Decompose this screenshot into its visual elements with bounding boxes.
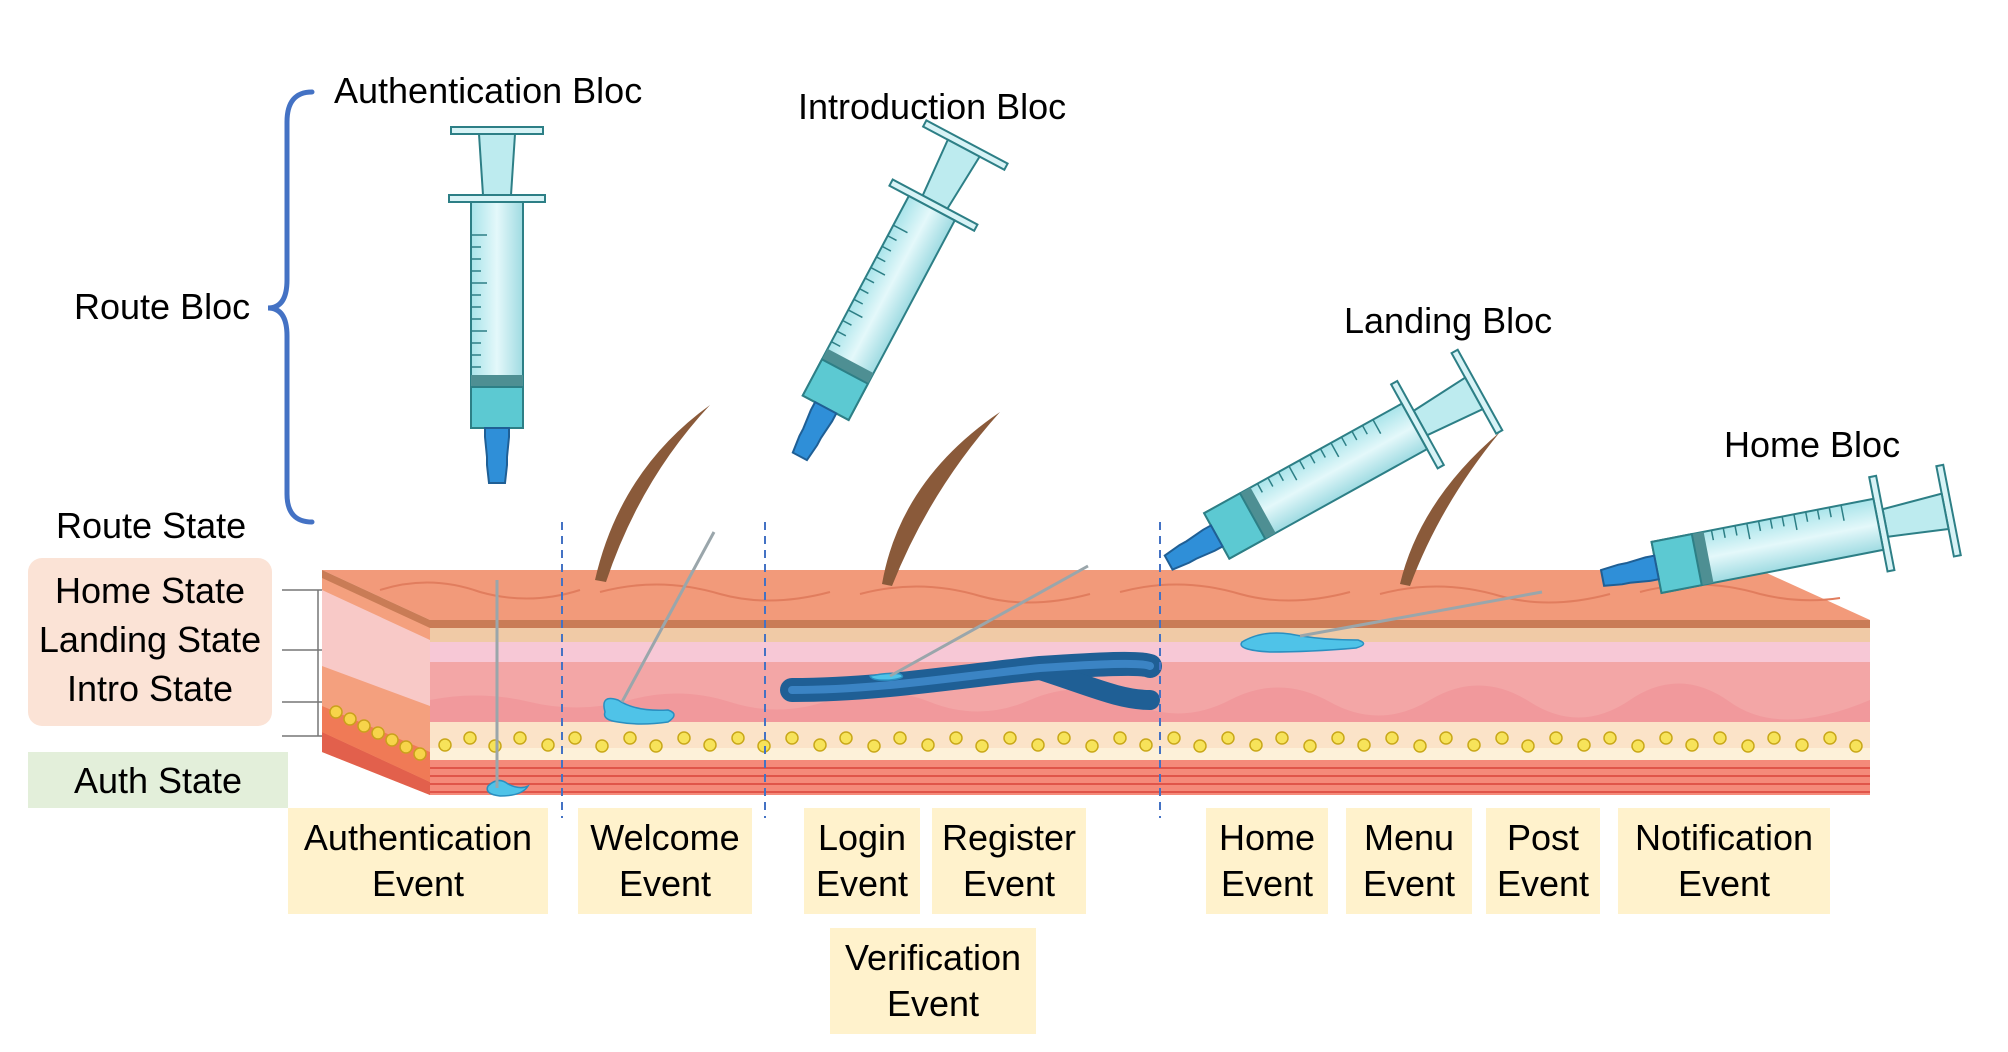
- authentication-event: Authentication Event: [288, 808, 548, 914]
- event-line: Event: [618, 863, 712, 904]
- event-line: Event: [1220, 863, 1314, 904]
- event-line: Event: [1496, 863, 1590, 904]
- authentication-bloc-label: Authentication Bloc: [334, 70, 643, 111]
- event-line: Notification: [1634, 817, 1814, 858]
- home-state-label: Home State: [54, 570, 246, 611]
- post-event: Post Event: [1486, 808, 1600, 914]
- verification-event: Verification Event: [830, 928, 1036, 1034]
- event-line: Register: [941, 817, 1077, 858]
- event-line: Verification: [844, 937, 1022, 978]
- event-line: Event: [886, 983, 980, 1024]
- vein: [780, 651, 1162, 710]
- intro-state-label: Intro State: [66, 668, 234, 709]
- login-event: Login Event: [804, 808, 920, 914]
- notification-event: Notification Event: [1618, 808, 1830, 914]
- auth-state-label: Auth State: [73, 760, 243, 801]
- event-line: Event: [1362, 863, 1456, 904]
- event-line: Event: [1677, 863, 1771, 904]
- route-states-box: Home State Landing State Intro State: [28, 558, 272, 726]
- event-line: Login: [817, 817, 907, 858]
- event-line: Authentication: [303, 817, 533, 858]
- route-bloc-brace: [267, 89, 315, 525]
- state-layer-ticks: [282, 589, 322, 737]
- home-bloc-label: Home Bloc: [1724, 424, 1901, 465]
- event-line: Welcome: [590, 817, 740, 858]
- event-line: Home: [1218, 817, 1316, 858]
- event-line: Event: [962, 863, 1056, 904]
- landing-bloc-label: Landing Bloc: [1344, 300, 1553, 341]
- route-state-label: Route State: [56, 505, 247, 546]
- home-event: Home Event: [1206, 808, 1328, 914]
- skin-block: [322, 405, 1870, 797]
- landing-state-label: Landing State: [38, 619, 262, 660]
- introduction-bloc-label: Introduction Bloc: [798, 86, 1067, 127]
- route-bloc-label: Route Bloc: [74, 286, 251, 327]
- event-dividers: [561, 522, 1161, 818]
- event-line: Event: [815, 863, 909, 904]
- auth-state-box: Auth State: [28, 752, 288, 808]
- register-event: Register Event: [932, 808, 1086, 914]
- event-line: Menu: [1363, 817, 1455, 858]
- introduction-syringe: [756, 118, 1011, 480]
- landing-syringe: [1144, 347, 1505, 606]
- menu-event: Menu Event: [1346, 808, 1472, 914]
- event-line: Post: [1506, 817, 1580, 858]
- event-line: Event: [371, 863, 465, 904]
- welcome-event: Welcome Event: [578, 808, 752, 914]
- authentication-syringe: [448, 126, 546, 484]
